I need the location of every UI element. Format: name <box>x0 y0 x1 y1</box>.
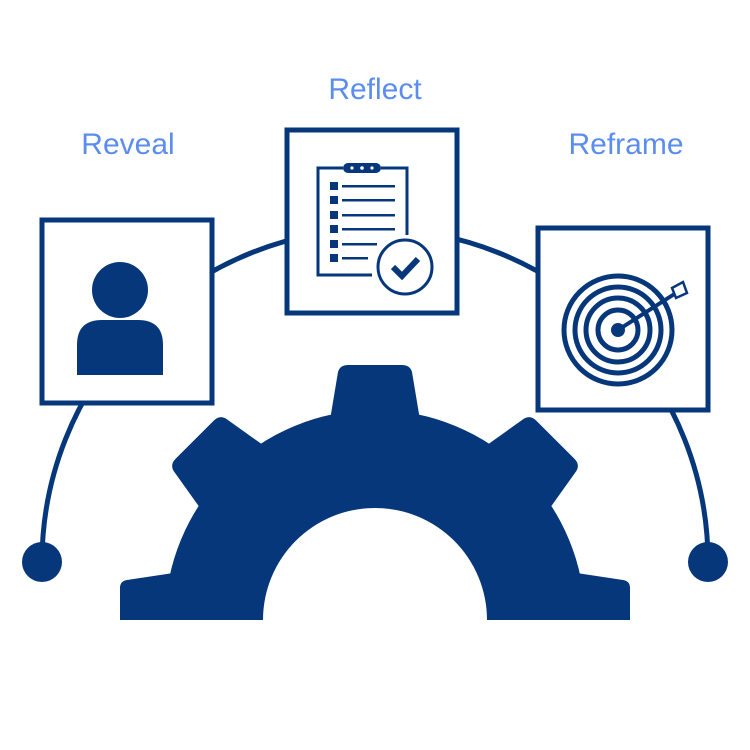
arc-endpoint-left <box>22 542 62 582</box>
arc-endpoint-right <box>688 542 728 582</box>
reflect-card <box>284 127 460 316</box>
target-arrow-icon <box>561 273 689 387</box>
clipboard-check-icon <box>316 163 434 296</box>
reveal-card <box>39 217 215 406</box>
reframe-card <box>535 225 711 413</box>
reveal-label: Reveal <box>81 128 175 161</box>
reflect-label: Reflect <box>328 73 422 106</box>
person-icon <box>77 262 163 375</box>
reframe-label: Reframe <box>568 128 684 161</box>
gear-icon <box>120 365 630 620</box>
